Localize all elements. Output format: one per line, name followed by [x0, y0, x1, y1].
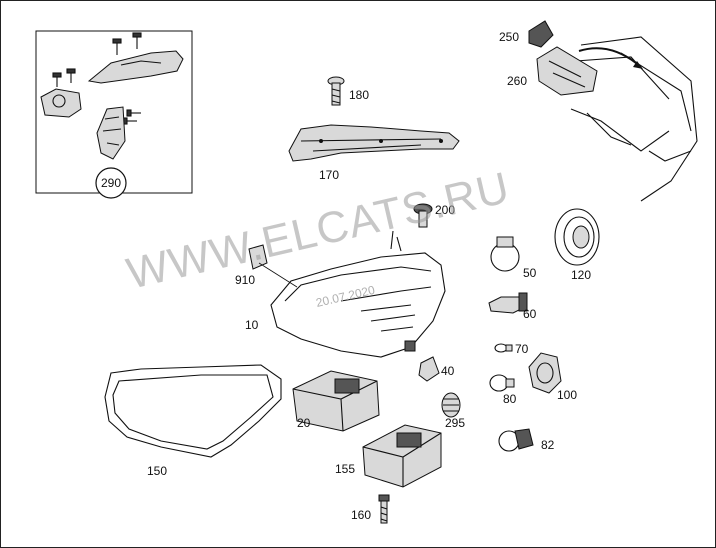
- callout-295: 295: [445, 416, 465, 430]
- callout-80: 80: [503, 392, 517, 406]
- callout-290: 290: [101, 176, 121, 190]
- callout-170: 170: [319, 168, 339, 182]
- part-250: [528, 20, 554, 48]
- callout-10: 10: [245, 318, 259, 332]
- callout-82: 82: [541, 438, 555, 452]
- callout-155: 155: [335, 462, 355, 476]
- watermark-site: WWW.ELCATS.RU: [122, 163, 514, 299]
- callout-120: 120: [571, 268, 591, 282]
- callout-70: 70: [515, 342, 529, 356]
- part-170: [288, 124, 460, 162]
- part-80-bulb: [489, 374, 515, 392]
- callout-250: 250: [499, 30, 519, 44]
- part-200: [413, 203, 433, 228]
- callout-160: 160: [351, 508, 371, 522]
- part-60-bulb: [488, 292, 528, 314]
- part-120-cap: [554, 208, 600, 266]
- part-260: [536, 46, 598, 96]
- part-50-bulb: [490, 236, 520, 272]
- part-910: [248, 244, 268, 270]
- part-160-screw: [378, 494, 390, 524]
- part-40: [418, 356, 440, 382]
- part-155-ballast: [362, 424, 442, 488]
- car-outline: [570, 36, 698, 202]
- part-10-headlamp: [270, 230, 446, 358]
- callout-20: 20: [297, 416, 311, 430]
- part-180: [327, 76, 345, 106]
- part-82: [498, 428, 534, 452]
- part-295: [441, 392, 461, 418]
- callout-150: 150: [147, 464, 167, 478]
- callout-180: 180: [349, 88, 369, 102]
- callout-260: 260: [507, 74, 527, 88]
- part-20-ballast: [292, 370, 380, 432]
- detail-box-290: [35, 30, 193, 199]
- part-100-socket: [528, 352, 562, 394]
- watermark-date: 20.07.2020: [315, 283, 377, 310]
- callout-40: 40: [441, 364, 455, 378]
- part-70-bulb: [494, 343, 513, 353]
- callout-50: 50: [523, 266, 537, 280]
- callout-60: 60: [523, 307, 537, 321]
- callout-200: 200: [435, 203, 455, 217]
- callout-910: 910: [235, 273, 255, 287]
- callout-100: 100: [557, 388, 577, 402]
- part-150-frame: [104, 364, 282, 458]
